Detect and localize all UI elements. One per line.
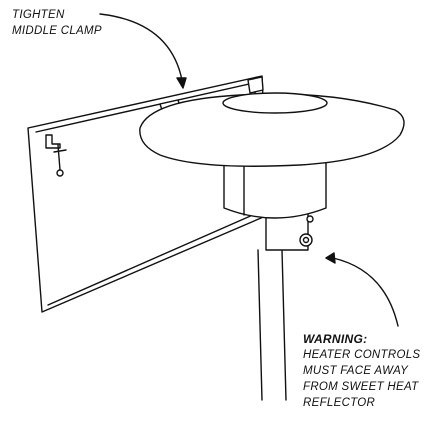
warning-line2: MUST FACE AWAY <box>303 365 409 377</box>
tighten-clamp-callout: TIGHTEN MIDDLE CLAMP <box>12 7 102 39</box>
warning-heading: WARNING: <box>303 332 368 346</box>
clamp-callout-line2: MIDDLE CLAMP <box>12 25 102 37</box>
heater-hood <box>139 92 405 167</box>
left-clamp <box>45 134 67 177</box>
heater-pole <box>257 249 287 401</box>
warning-line3: FROM SWEET HEAT <box>303 381 419 393</box>
warning-arrow <box>325 252 399 327</box>
clamp-callout-line1: TIGHTEN <box>12 9 65 21</box>
warning-line1: HEATER CONTROLS <box>303 349 421 361</box>
clamp-arrow <box>99 13 187 89</box>
heater-head <box>223 159 327 219</box>
warning-callout: WARNING: HEATER CONTROLS MUST FACE AWAY … <box>303 331 420 411</box>
warning-line4: REFLECTOR <box>303 397 376 409</box>
